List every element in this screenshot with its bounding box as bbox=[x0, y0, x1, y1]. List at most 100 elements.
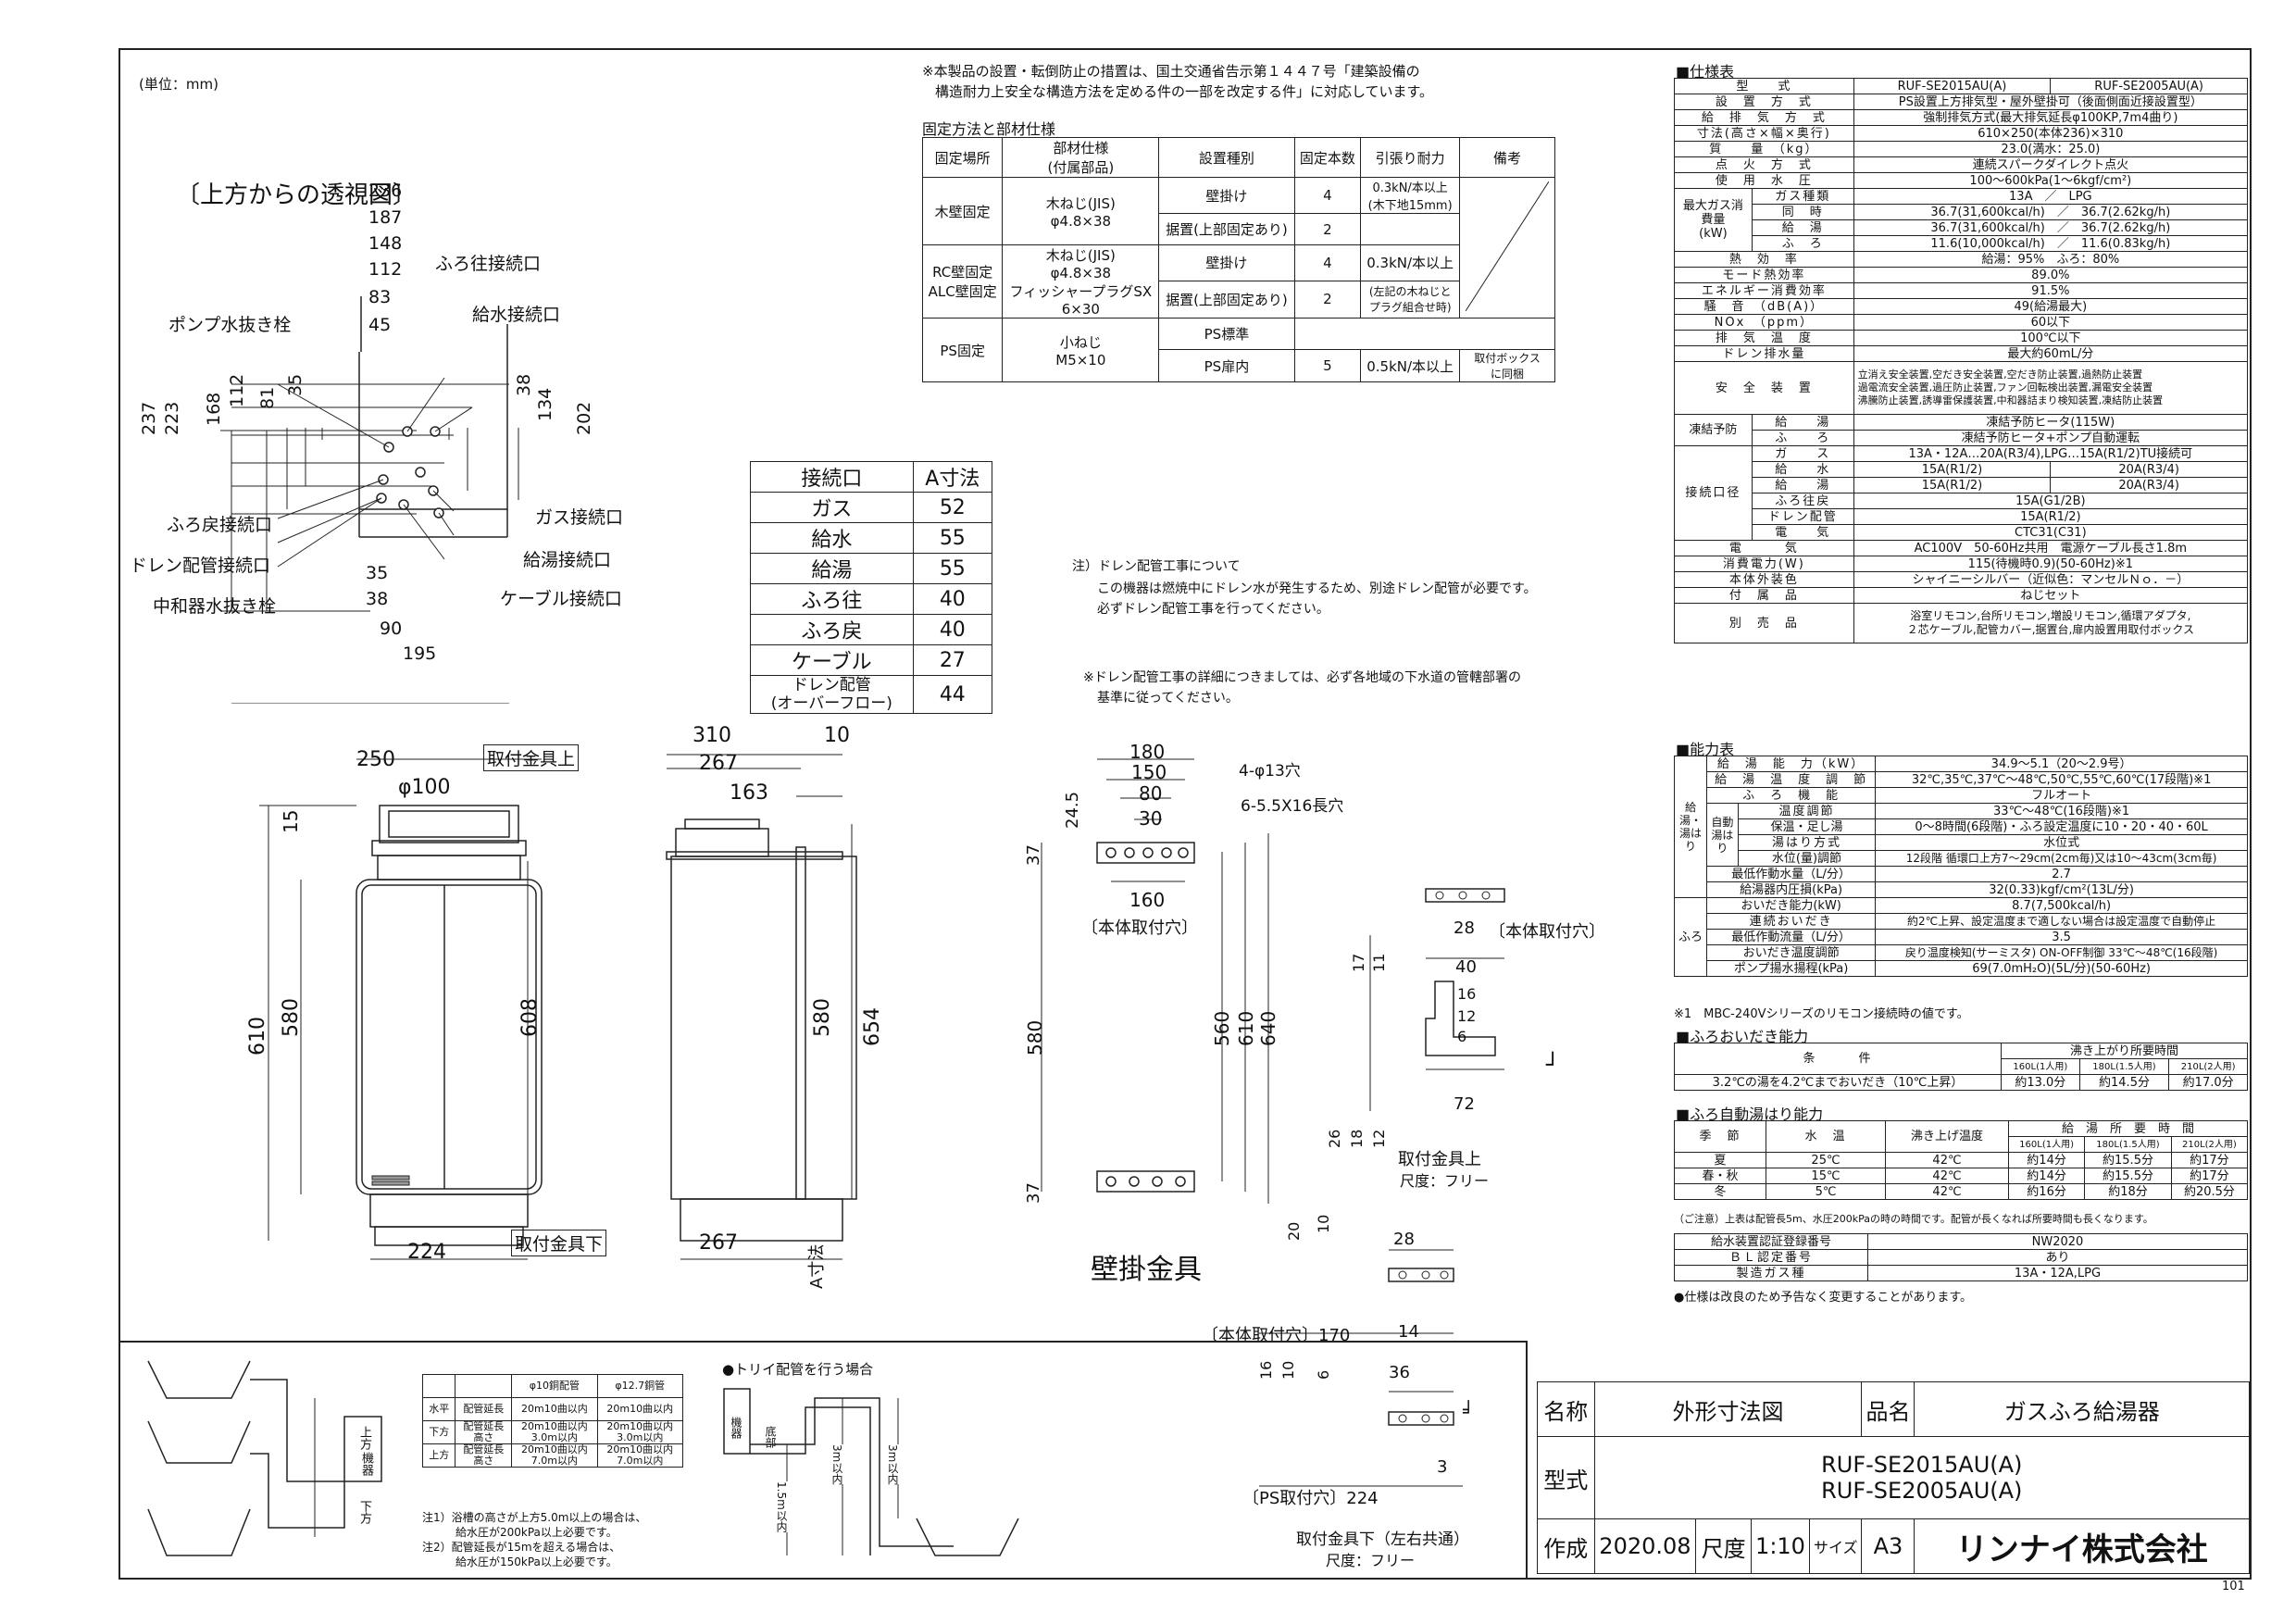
spec-label: モード熱効率 bbox=[1674, 267, 1854, 283]
conn-val: 44 bbox=[912, 675, 993, 714]
pip-cell: 20m10曲以内 bbox=[511, 1397, 598, 1421]
spec-gas-label: 最大ガス消費量 (kW) bbox=[1674, 188, 1753, 252]
spec-label: 電 気 bbox=[1751, 524, 1854, 541]
side-dim-10: 10 bbox=[824, 724, 850, 747]
pipe-down-label: 下方 bbox=[357, 1500, 371, 1524]
spec-label: 騒 音 （dB(A)） bbox=[1674, 298, 1854, 315]
dim-187: 187 bbox=[368, 207, 403, 228]
oidaki-h-time: 沸き上がり所要時間 bbox=[2001, 1043, 2248, 1059]
spec-value: 13A・12A…20A(R3/4),LPG…15A(R1/2)TU接続可 bbox=[1853, 445, 2249, 462]
dim-81: 81 bbox=[257, 386, 278, 409]
drawing-number: 101 bbox=[2222, 1580, 2245, 1593]
spec-h2: RUF-SE2005AU(A) bbox=[2050, 78, 2248, 94]
oidaki-val: 約13.0分 bbox=[2001, 1074, 2080, 1091]
cap-label: 最低作動流量（L/分） bbox=[1706, 929, 1877, 945]
br-dim-holes13: 4-φ13穴 bbox=[1239, 762, 1301, 781]
spec-value: 20A(R3/4) bbox=[2050, 477, 2248, 493]
fix-type: 据置(上部固定あり) bbox=[1158, 213, 1295, 245]
conn-val: 52 bbox=[912, 492, 993, 523]
cap-value: 3.5 bbox=[1875, 929, 2248, 945]
bottom-divider-v bbox=[1526, 1341, 1528, 1578]
front-dim-250: 250 bbox=[356, 748, 395, 771]
dim-45: 45 bbox=[368, 315, 392, 335]
top-view-title: 〔上方からの透視図〕 bbox=[176, 181, 418, 209]
wall-bracket-title: 壁掛金具 bbox=[1091, 1254, 1202, 1286]
lo-dim-6: 6 bbox=[1315, 1369, 1332, 1380]
autofill-note: （ご注意）上表は配管長5m、水圧200kPaの時の時間です。配管が長くなれば所要… bbox=[1674, 1213, 2153, 1225]
fix-type: 据置(上部固定あり) bbox=[1158, 280, 1295, 319]
side-dim-580: 580 bbox=[811, 998, 834, 1037]
cert-value: あり bbox=[1867, 1249, 2248, 1266]
cap-label: おいだき能力(kW) bbox=[1706, 897, 1877, 914]
label-upper-fitting: 取付金具上 bbox=[483, 744, 580, 771]
tb-model-label: 型式 bbox=[1537, 1436, 1595, 1519]
br-dim-245: 24.5 bbox=[1063, 791, 1082, 829]
af-h-time: 給 湯 所 要 時 間 bbox=[2008, 1120, 2248, 1137]
spec-h1: RUF-SE2015AU(A) bbox=[1853, 78, 2052, 94]
spec-value: 最大約60mL/分 bbox=[1853, 345, 2249, 362]
cap-label: 水位(量)調節 bbox=[1737, 850, 1877, 867]
af-cell: 約14分 bbox=[2007, 1168, 2086, 1184]
spec-label: 給 湯 bbox=[1751, 219, 1854, 236]
up-dim-17: 17 bbox=[1350, 953, 1367, 972]
spec-label: 使 用 水 圧 bbox=[1674, 172, 1854, 189]
cap-value: 水位式 bbox=[1875, 834, 2248, 851]
side-dim-267: 267 bbox=[699, 752, 738, 775]
up-dim-28: 28 bbox=[1454, 918, 1475, 938]
oidaki-table: 条 件沸き上がり所要時間 160L(1人用)180L(1.5人用)210L(2人… bbox=[1674, 1043, 2248, 1091]
fix-force-empty bbox=[1360, 213, 1461, 245]
oidaki-col: 160L(1人用) bbox=[2001, 1058, 2080, 1075]
pip-note2: 注2）配管延長が15mを超える場合は、 bbox=[422, 1541, 621, 1554]
notice-line1: ※本製品の設置・転倒防止の措置は、国土交通省告示第１４４７号「建築設備の bbox=[922, 63, 1420, 80]
tb-model: RUF-SE2015AU(A) RUF-SE2005AU(A) bbox=[1593, 1436, 2251, 1519]
dim-202: 202 bbox=[574, 401, 594, 435]
title-block: 名称 外形寸法図 品名 ガスふろ給湯器 型式 RUF-SE2015AU(A) R… bbox=[1537, 1381, 2251, 1574]
spec-value: PS設置上方排気型・屋外壁掛可（後面側面近接設置型） bbox=[1853, 94, 2249, 110]
up-dim-12b: 12 bbox=[1370, 1129, 1388, 1148]
lo-dim-28: 28 bbox=[1393, 1230, 1415, 1249]
tb-date: 2020.08 bbox=[1593, 1518, 1697, 1574]
fix-part: 木ねじ(JIS) φ4.8×38 フィッシャープラグSX 6×30 bbox=[1002, 244, 1160, 319]
conn-val: 55 bbox=[912, 522, 993, 554]
cap-label: 温度調節 bbox=[1737, 803, 1877, 819]
cap-side-auto: 自動湯はり bbox=[1706, 803, 1739, 867]
fix-part: 小ねじ M5×10 bbox=[1002, 318, 1160, 382]
fix-h-type: 設置種別 bbox=[1158, 137, 1295, 178]
dim-90: 90 bbox=[380, 618, 403, 639]
upper-fitting-drawing bbox=[1369, 888, 1505, 1111]
spec-option: 浴室リモコン,台所リモコン,増設リモコン,循環アダプタ, ２芯ケーブル,配管カバ… bbox=[1853, 603, 2249, 643]
spec-safety-label: 安 全 装 置 bbox=[1674, 361, 1854, 415]
cap-label: 給湯器内圧損(kPa) bbox=[1706, 881, 1877, 898]
dim-168: 168 bbox=[204, 392, 224, 426]
cap-side-hot: 給湯・湯はり bbox=[1673, 756, 1708, 898]
spec-option-label: 別 売 品 bbox=[1674, 603, 1854, 643]
drain-note-title: 注）ドレン配管工事について bbox=[1072, 559, 1241, 574]
cap-label: 連続おいだき bbox=[1706, 913, 1877, 930]
br-dim-37: 37 bbox=[1024, 844, 1043, 866]
spec-label: ドレン配管 bbox=[1751, 508, 1854, 525]
cap-side-furo: ふろ bbox=[1673, 897, 1708, 977]
up-dim-12: 12 bbox=[1457, 1007, 1477, 1025]
oidaki-col: 180L(1.5人用) bbox=[2078, 1058, 2170, 1075]
trap-h2: 3m以内 bbox=[830, 1444, 845, 1485]
br-dim-180: 180 bbox=[1129, 741, 1166, 763]
spec-label: ドレン排水量 bbox=[1674, 345, 1854, 362]
cap-value: 0～8時間(6段階)・ふろ設定温度に10・20・40・60L bbox=[1875, 818, 2248, 835]
tb-made-label: 作成 bbox=[1537, 1518, 1595, 1574]
dim-223: 223 bbox=[162, 401, 182, 435]
conn-name: ふろ戻 bbox=[750, 614, 914, 645]
pipe-unit-label: 機器 bbox=[357, 1452, 375, 1476]
fix-place: PS固定 bbox=[921, 318, 1004, 382]
front-view-drawing bbox=[259, 758, 543, 1260]
fix-type: 壁掛け bbox=[1158, 244, 1295, 281]
spec-value: 23.0(満水：25.0) bbox=[1853, 141, 2249, 157]
fix-force: 0.5kN/本以上 bbox=[1360, 349, 1461, 382]
pip-cell: 20m10曲以内 bbox=[596, 1397, 684, 1421]
af-cell: 25℃ bbox=[1766, 1152, 1886, 1168]
cap-label: 給 湯 能 力（kW） bbox=[1706, 756, 1877, 772]
pip-cell: 20m10曲以内 3.0m以内 bbox=[596, 1420, 684, 1444]
spec-value: 強制排気方式(最大排気延長φ100KP,7m4曲り) bbox=[1853, 109, 2249, 126]
fix-place: RC壁固定 ALC壁固定 bbox=[921, 244, 1004, 319]
cap-value: 12段階 循環口上方7～29cm(2cm毎)又は10～43cm(3cm毎) bbox=[1875, 850, 2248, 867]
